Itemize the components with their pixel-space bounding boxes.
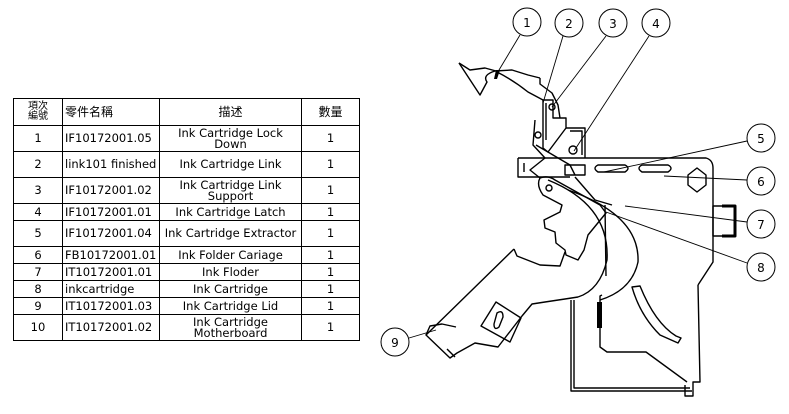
part-ink-cartridge-link: [529, 119, 586, 179]
part-ink-cartridge-lock-down: [458, 62, 561, 119]
header-quantity: 數量: [301, 98, 360, 126]
part-name-cell: IF10172001.05: [62, 125, 160, 152]
leader-4: [573, 35, 650, 152]
leader-3: [551, 35, 607, 108]
balloon-circle: [512, 7, 542, 37]
balloon-circle: [598, 8, 628, 38]
part-ink-cartridge-link-support: [534, 99, 567, 153]
quantity-cell: 1: [301, 314, 360, 341]
leader-5: [603, 140, 748, 173]
balloon-circle: [380, 327, 410, 357]
balloon-label: 4: [652, 17, 660, 31]
balloon-3: 3: [598, 8, 628, 38]
description-cell: Ink Cartridge Lock Down: [159, 125, 302, 152]
description-cell: Ink Cartridge Link Support: [159, 177, 302, 204]
quantity-cell: 1: [301, 177, 360, 204]
part-ink-cartridge-lid: [425, 248, 579, 359]
quantity-cell: 1: [301, 151, 360, 178]
balloon-circle: [641, 8, 671, 38]
leader-2: [542, 35, 564, 104]
header-item-no-line2: 編號: [28, 111, 48, 122]
balloon-8: 8: [746, 252, 776, 282]
header-description: 描述: [159, 98, 302, 126]
item-number-cell: 2: [13, 151, 63, 178]
quantity-cell: 1: [301, 220, 360, 247]
balloon-5: 5: [746, 123, 776, 153]
header-item-no: 項次 編號: [13, 98, 63, 126]
balloon-label: 1: [523, 16, 531, 30]
balloon-7: 7: [746, 209, 776, 239]
balloon-label: 5: [757, 132, 765, 146]
balloon-label: 7: [757, 218, 765, 232]
leader-8: [605, 211, 748, 264]
item-number-cell: 10: [13, 314, 63, 341]
header-item-no-line1: 項次: [28, 101, 48, 112]
balloon-circle: [746, 166, 776, 196]
balloon-circle: [746, 123, 776, 153]
leader-7: [624, 205, 748, 223]
part-ink-folder: [570, 204, 737, 397]
balloon-callouts: 1 2 3 4 5 6 7 8 9: [380, 7, 776, 357]
part-name-cell: IT10172001.02: [62, 314, 160, 341]
balloon-circle: [554, 8, 584, 38]
part-ink-folder-carriage: [517, 157, 714, 206]
leader-1: [495, 34, 521, 76]
quantity-cell: 1: [301, 125, 360, 152]
leader-9: [408, 329, 437, 339]
balloon-label: 9: [391, 336, 399, 350]
item-number-cell: 1: [13, 125, 63, 152]
balloon-9: 9: [380, 327, 410, 357]
balloon-label: 2: [565, 17, 573, 31]
balloon-6: 6: [746, 166, 776, 196]
leader-6: [663, 175, 748, 181]
balloon-1: 1: [512, 7, 542, 37]
balloon-label: 6: [757, 175, 765, 189]
part-ink-cartridge-extractor: [537, 176, 607, 261]
balloon-circle: [746, 252, 776, 282]
part-ink-cartridge-latch: [566, 127, 586, 158]
balloon-label: 8: [757, 261, 765, 275]
balloon-circle: [746, 209, 776, 239]
bom-header-row: 項次 編號 零件名稱 描述 數量: [13, 98, 360, 126]
header-part-name: 零件名稱: [62, 98, 160, 126]
balloon-4: 4: [641, 8, 671, 38]
balloon-label: 3: [609, 17, 617, 31]
item-number-cell: 5: [13, 220, 63, 247]
balloon-2: 2: [554, 8, 584, 38]
leader-lines: [408, 34, 748, 339]
description-cell: Ink Cartridge Motherboard: [159, 314, 302, 341]
